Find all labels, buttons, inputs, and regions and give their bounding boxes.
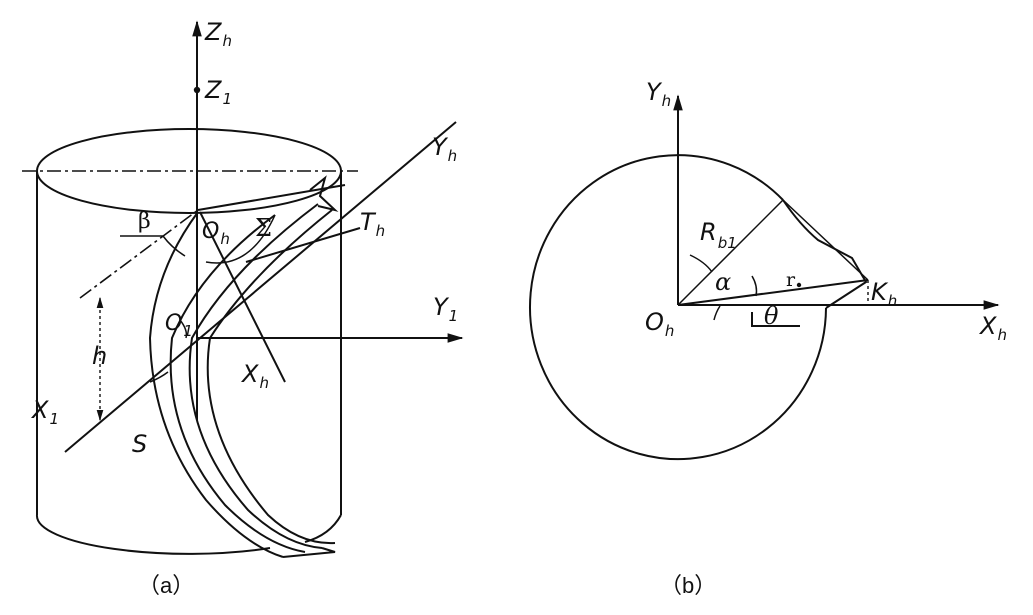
panel-b: Yh Rb1 α r Kh Oh θ Xh （b） xyxy=(529,78,1007,598)
theta-marker xyxy=(751,312,800,327)
alpha-arc xyxy=(689,254,713,273)
sigma-region-edge xyxy=(205,214,276,264)
o1-angle-arc xyxy=(179,319,188,339)
z-1-point xyxy=(193,86,201,94)
flute-curve-1 xyxy=(148,211,284,558)
cylinder-bottom-arc-right xyxy=(304,514,342,543)
label-z-h: Zh xyxy=(204,18,232,50)
s-angle-arc xyxy=(149,371,169,383)
r-angle-arc xyxy=(751,275,758,297)
label-beta: β xyxy=(138,209,151,234)
t-h-line xyxy=(245,227,361,263)
label-t-h: Th xyxy=(360,208,385,240)
label-x-1: X1 xyxy=(30,396,59,428)
flute-top-notch xyxy=(309,175,339,212)
r-k-line xyxy=(677,279,869,306)
label-x-h: Xh xyxy=(240,360,269,392)
label-z-1: Z1 xyxy=(204,76,232,108)
sigma-top-edge xyxy=(197,184,346,211)
cylinder-bottom-arc xyxy=(35,514,271,555)
flute-bottom-tip xyxy=(282,547,336,558)
flute-curve-4 xyxy=(206,209,336,545)
label-o-h-b: Oh xyxy=(645,308,674,340)
label-o-1: O1 xyxy=(165,311,193,340)
r-k-dot xyxy=(796,282,802,288)
label-y-h: Yh xyxy=(432,133,457,165)
x1-yh-line xyxy=(64,121,457,453)
label-theta: θ xyxy=(764,302,779,330)
label-r-k: r xyxy=(786,269,796,291)
flute-profile xyxy=(782,199,868,309)
caption-a: （a） xyxy=(138,573,194,598)
label-o-h: Oh xyxy=(202,219,230,248)
label-r-b1: Rb1 xyxy=(700,218,737,252)
theta-arc xyxy=(713,305,721,321)
caption-b: （b） xyxy=(660,573,716,598)
label-k-h: Kh xyxy=(871,278,897,310)
label-s: S xyxy=(132,430,147,458)
x-h-line xyxy=(199,211,286,383)
label-sigma: Σ xyxy=(255,214,272,242)
beta-angle-arc xyxy=(120,235,186,257)
panel-a: Zh Z1 Yh β Oh Σ Th Y1 O1 h Xh X1 S （a） xyxy=(22,18,464,598)
flute-curve-3 xyxy=(188,203,323,549)
label-y-1: Y1 xyxy=(433,293,458,325)
flute-curve-2 xyxy=(169,214,306,553)
label-alpha: α xyxy=(715,268,731,296)
chord-line xyxy=(782,199,869,281)
label-y-h-b: Yh xyxy=(646,78,671,110)
label-x-h-b: Xh xyxy=(978,312,1007,344)
r-b1-line xyxy=(677,199,784,306)
profile-circle xyxy=(529,154,827,461)
label-h: h xyxy=(92,342,107,370)
